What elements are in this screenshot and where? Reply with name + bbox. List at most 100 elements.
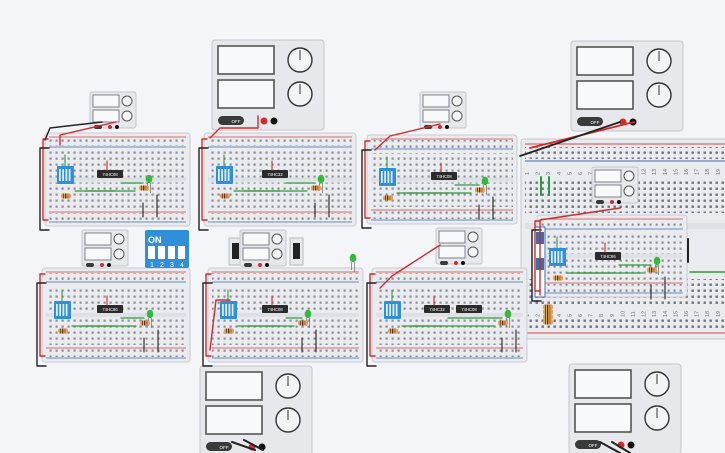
dip-switch-toggle[interactable] bbox=[381, 171, 383, 183]
pushbuttons[interactable] bbox=[228, 237, 304, 266]
psu-terminal-positive[interactable] bbox=[108, 125, 112, 129]
jumper-wire[interactable] bbox=[198, 147, 209, 231]
jumper-wire[interactable] bbox=[231, 441, 256, 451]
power-supply-small[interactable] bbox=[89, 91, 137, 129]
psu-terminal-negative[interactable] bbox=[461, 261, 465, 265]
jumper-wire[interactable] bbox=[243, 439, 264, 451]
jumper-wire[interactable] bbox=[59, 121, 117, 146]
dip-switch-toggle[interactable] bbox=[65, 169, 68, 181]
jumper-wire[interactable] bbox=[611, 441, 631, 453]
psu-power-button[interactable] bbox=[206, 442, 232, 451]
jumper-wire[interactable] bbox=[366, 282, 377, 367]
resistor[interactable] bbox=[311, 185, 321, 191]
psu-terminal-negative[interactable] bbox=[445, 125, 449, 129]
dip-switch-toggle[interactable] bbox=[554, 251, 556, 263]
power-supply-small[interactable] bbox=[81, 229, 129, 267]
dip-switch-toggle[interactable] bbox=[227, 169, 230, 181]
psu-power-button[interactable] bbox=[218, 116, 244, 125]
dip-switch-toggle[interactable] bbox=[59, 169, 61, 181]
ic-chip[interactable]: 74HC32 bbox=[424, 305, 450, 313]
dip-switch-toggle[interactable] bbox=[392, 304, 395, 316]
jumper-wire[interactable] bbox=[539, 207, 621, 296]
dip-switch-toggle[interactable] bbox=[387, 171, 390, 183]
psu-knob[interactable] bbox=[121, 110, 133, 122]
psu-terminal-negative[interactable] bbox=[270, 117, 278, 125]
jumper-wire[interactable] bbox=[205, 273, 212, 357]
psu-terminal-positive[interactable] bbox=[454, 261, 458, 265]
dip-switch[interactable] bbox=[384, 301, 401, 319]
power-supply-large[interactable]: OFF bbox=[570, 40, 684, 132]
psu-terminal-positive[interactable] bbox=[258, 263, 262, 267]
resistor[interactable] bbox=[224, 328, 234, 334]
power-supply-small[interactable] bbox=[591, 166, 639, 204]
dip-switch-toggle[interactable] bbox=[62, 169, 64, 181]
psu-knob[interactable] bbox=[113, 233, 125, 245]
psu-knob[interactable] bbox=[623, 185, 635, 197]
resistor[interactable] bbox=[543, 309, 553, 315]
psu-terminal-negative[interactable] bbox=[115, 125, 119, 129]
dip-switch-toggle[interactable] bbox=[218, 169, 220, 181]
dip-switch[interactable] bbox=[54, 301, 71, 319]
dip-switch-toggle[interactable] bbox=[560, 251, 563, 263]
pushbutton-cap[interactable] bbox=[293, 243, 300, 259]
jumper-wire[interactable] bbox=[364, 140, 371, 219]
dip-switch-toggle[interactable] bbox=[68, 169, 71, 181]
led-green[interactable] bbox=[317, 174, 325, 193]
resistor[interactable] bbox=[139, 185, 149, 191]
ic-chip[interactable]: 74HC08 bbox=[262, 305, 288, 313]
ic-chip[interactable]: 74HC32 bbox=[262, 170, 288, 178]
dip-switch-toggle[interactable] bbox=[557, 251, 560, 263]
resistor[interactable] bbox=[553, 275, 563, 281]
jumper-wire[interactable] bbox=[374, 123, 441, 151]
resistor[interactable] bbox=[58, 328, 68, 334]
dip-switch-toggle[interactable] bbox=[231, 304, 234, 316]
psu-terminal-negative[interactable] bbox=[107, 263, 111, 267]
resistor[interactable] bbox=[298, 320, 308, 326]
psu-terminal-positive[interactable] bbox=[100, 263, 104, 267]
psu-power-button[interactable] bbox=[575, 440, 601, 449]
dip-switch-toggle[interactable] bbox=[222, 304, 224, 316]
dip-switch-toggle[interactable] bbox=[386, 304, 388, 316]
psu-terminal-negative[interactable] bbox=[627, 441, 635, 449]
psu-power-button[interactable] bbox=[244, 263, 252, 267]
psu-power-button[interactable] bbox=[440, 261, 448, 265]
dip-switch[interactable] bbox=[216, 166, 233, 184]
psu-terminal-negative[interactable] bbox=[265, 263, 269, 267]
dip-switch-toggle[interactable] bbox=[62, 304, 65, 316]
ic-chip[interactable]: 74HC08 bbox=[431, 172, 457, 180]
ic-chip[interactable]: 74HC86 bbox=[97, 305, 123, 313]
breadboard[interactable] bbox=[41, 267, 191, 363]
psu-knob[interactable] bbox=[467, 246, 479, 258]
jumper-wire[interactable] bbox=[39, 147, 50, 231]
breadboard[interactable] bbox=[203, 132, 357, 227]
resistor[interactable] bbox=[61, 193, 71, 199]
dip-switch-toggle[interactable] bbox=[224, 169, 227, 181]
power-supply-small[interactable] bbox=[419, 91, 467, 129]
led-green[interactable] bbox=[349, 253, 357, 272]
dip-switch[interactable] bbox=[220, 301, 237, 319]
psu-knob[interactable] bbox=[451, 95, 463, 107]
psu-knob[interactable] bbox=[271, 233, 283, 245]
jumper-wire[interactable] bbox=[39, 273, 46, 357]
dip-switch-toggle[interactable] bbox=[389, 304, 391, 316]
resistor[interactable] bbox=[543, 319, 553, 325]
psu-power-button[interactable] bbox=[577, 117, 603, 126]
jumper-wire[interactable] bbox=[201, 138, 208, 221]
dip-switch-toggle[interactable] bbox=[228, 304, 231, 316]
power-supply-small[interactable] bbox=[435, 227, 483, 265]
power-supply-large[interactable]: OFF bbox=[199, 365, 313, 453]
resistor[interactable] bbox=[543, 304, 553, 310]
jumper-wire[interactable] bbox=[202, 282, 213, 367]
jumper-wire[interactable] bbox=[531, 229, 542, 302]
jumper-wire[interactable] bbox=[599, 441, 621, 453]
psu-knob[interactable] bbox=[113, 248, 125, 260]
ic-chip[interactable]: 74HC86 bbox=[595, 252, 621, 260]
dip-switch-toggle[interactable] bbox=[59, 304, 61, 316]
resistor[interactable] bbox=[647, 267, 657, 273]
led-green[interactable] bbox=[504, 309, 512, 328]
dip-switch-toggle[interactable] bbox=[56, 304, 58, 316]
psu-terminal-positive[interactable] bbox=[438, 125, 442, 129]
jumper-wire[interactable] bbox=[36, 282, 47, 367]
ic-chip[interactable]: 74HC08 bbox=[97, 170, 123, 178]
